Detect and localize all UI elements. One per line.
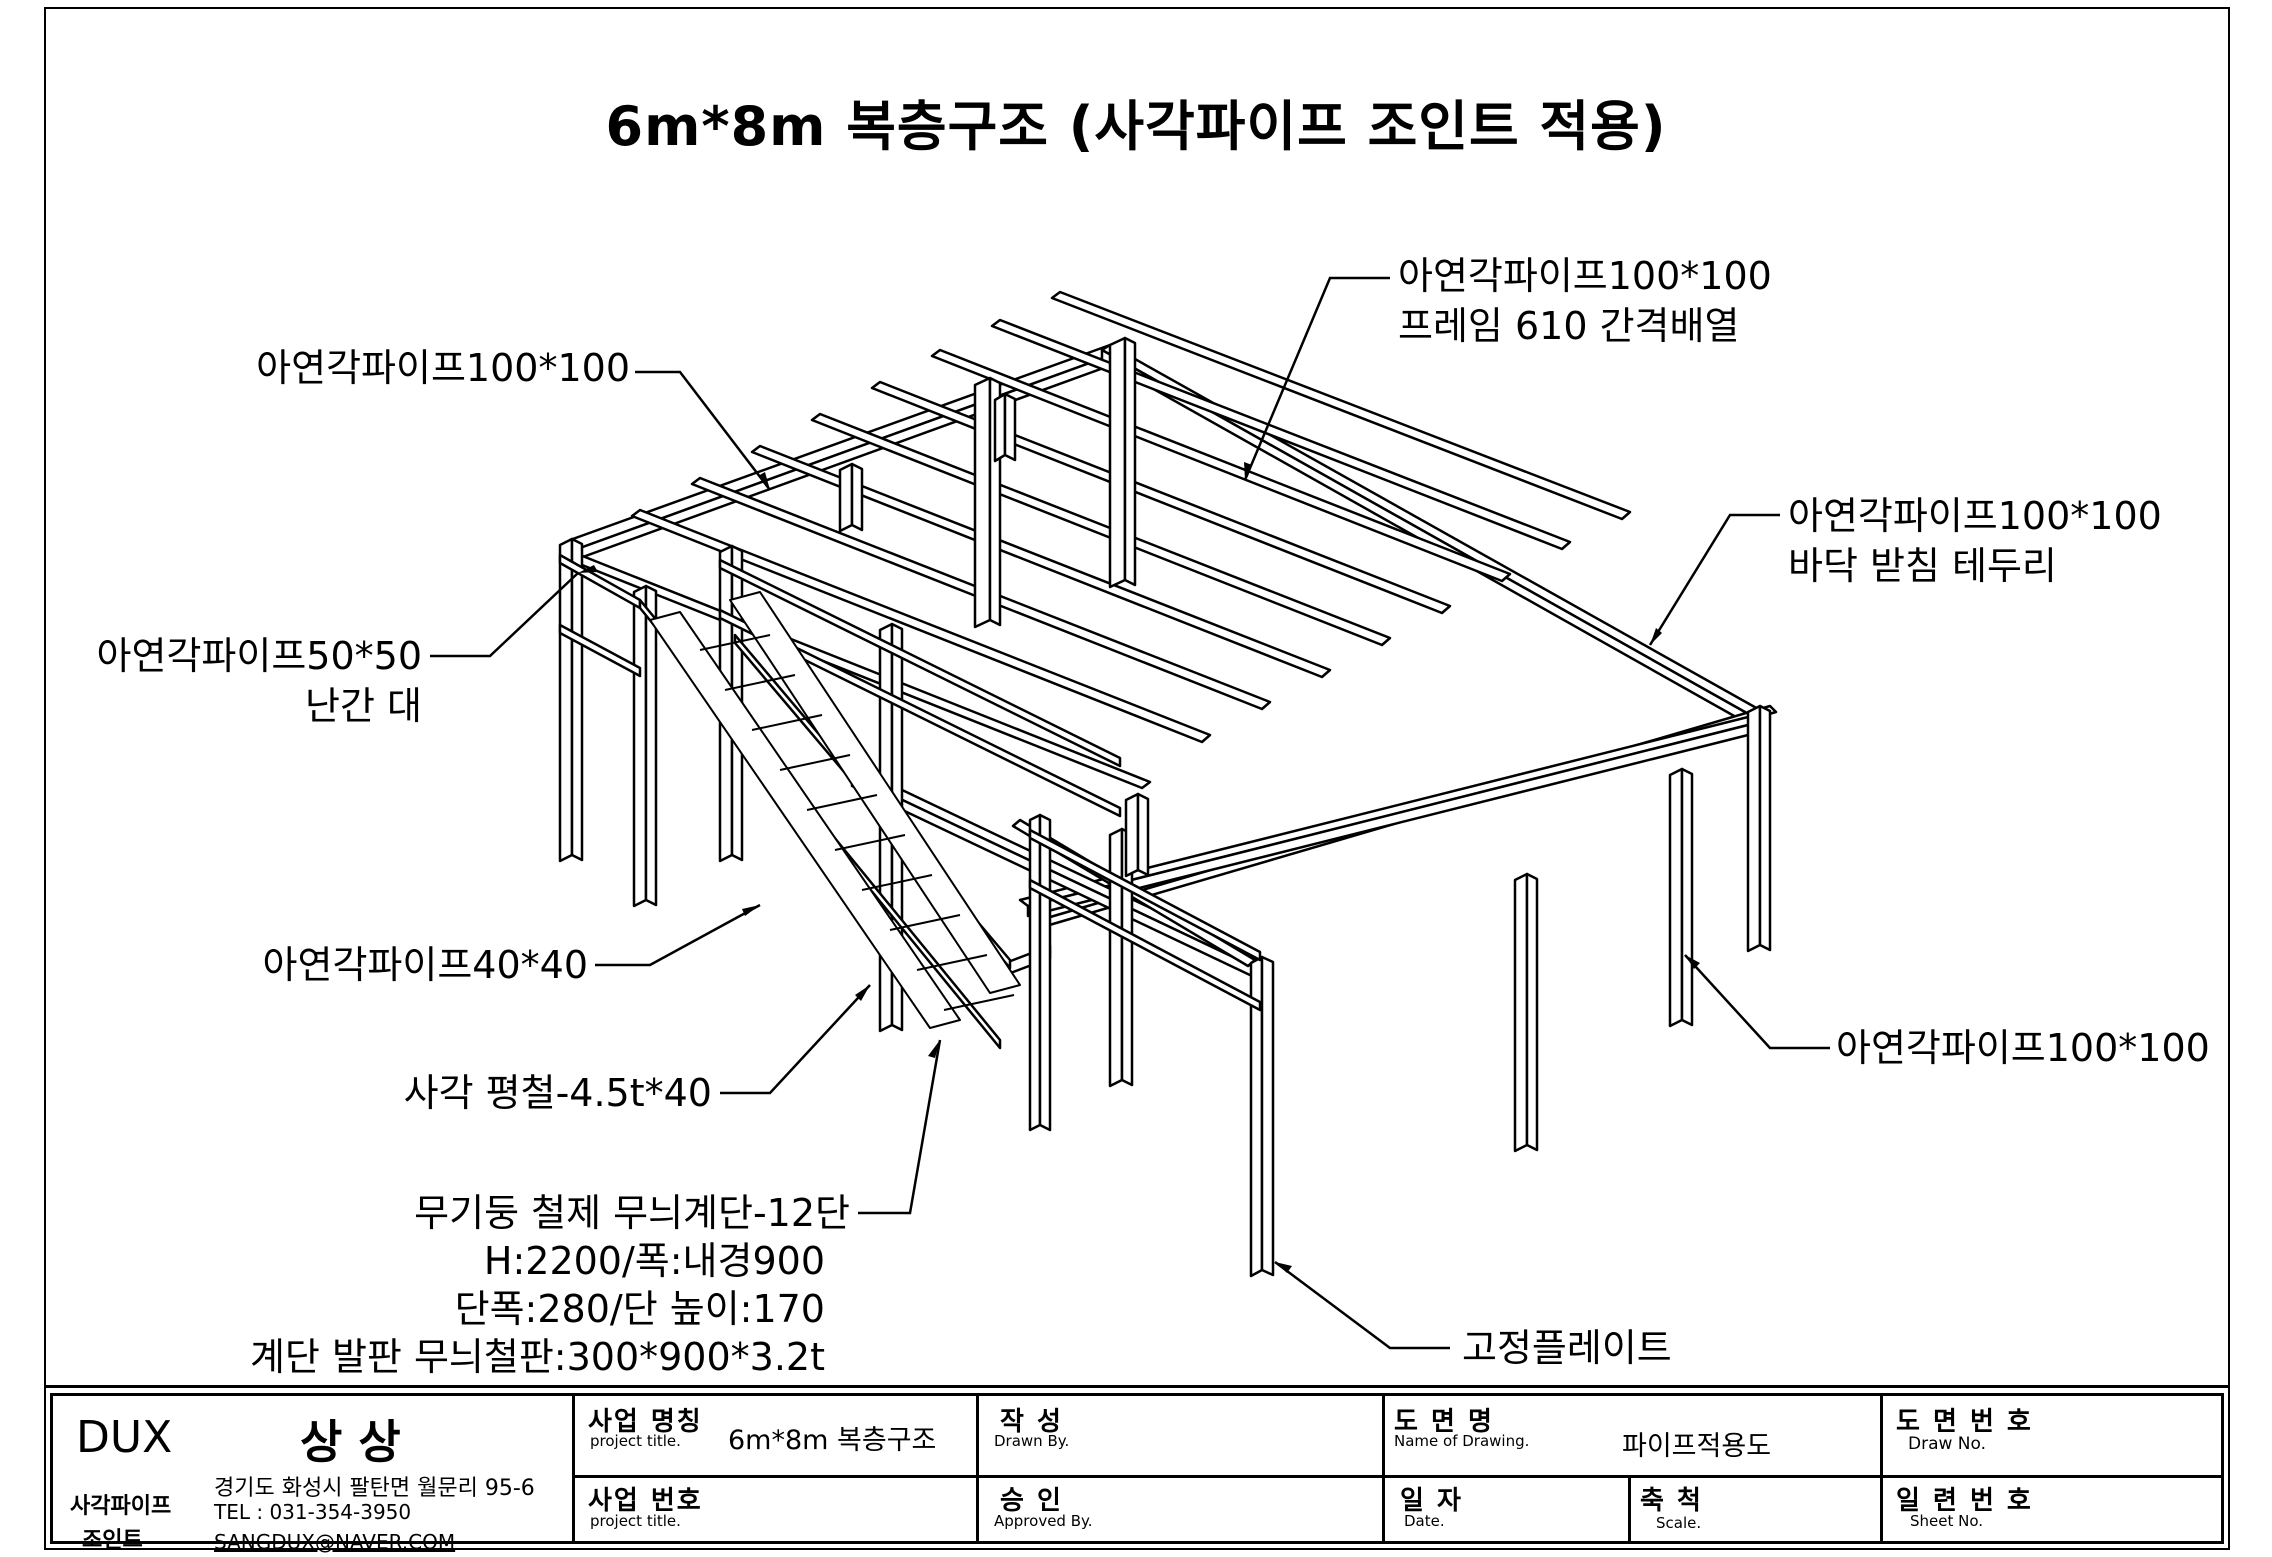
- floor-joists: [630, 290, 1632, 744]
- label-floor-rim-1: 아연각파이프100*100: [1788, 494, 2162, 538]
- label-stair-3: 단폭:280/단 높이:170: [454, 1287, 825, 1331]
- leader-fixed-plate: [1274, 1260, 1450, 1350]
- draw-no-label: 도 면 번 호: [1896, 1407, 2033, 1437]
- leader-top-left-pipe: [635, 370, 771, 491]
- label-railing-2: 난간 대: [305, 684, 422, 728]
- approved-by-label-en: Approved By.: [994, 1512, 1093, 1530]
- project-name-label: 사업 명칭: [588, 1407, 703, 1437]
- title-block: [44, 1385, 2230, 1550]
- date-label-en: Date.: [1404, 1512, 1445, 1530]
- title-block-grid: [50, 1393, 2224, 1544]
- project-name-value: 6m*8m 복층구조: [728, 1425, 937, 1456]
- approved-by-label: 승 인: [1000, 1486, 1063, 1516]
- label-fixed-plate: 고정플레이트: [1462, 1326, 1672, 1370]
- company-sub-2: 조인트: [82, 1528, 143, 1553]
- leader-arrowheads: [578, 462, 1700, 1273]
- leader-column: [1684, 954, 1830, 1050]
- leader-flatbar: [720, 984, 871, 1095]
- project-name-label-en: project title.: [590, 1432, 681, 1450]
- leader-pipe40: [595, 903, 761, 967]
- scale-label-en: Scale.: [1656, 1514, 1702, 1532]
- label-column-pipe: 아연각파이프100*100: [1836, 1026, 2210, 1070]
- project-no-label-en: project title.: [590, 1512, 681, 1530]
- label-pipe-40: 아연각파이프40*40: [262, 943, 588, 987]
- sheet-no-label-en: Sheet No.: [1910, 1512, 1984, 1530]
- leader-lines: [430, 276, 1830, 1350]
- draw-no-label-en: Draw No.: [1908, 1434, 1987, 1454]
- drawing-name-value: 파이프적용도: [1622, 1431, 1772, 1462]
- date-label: 일 자: [1400, 1486, 1463, 1516]
- company-name: 상 상: [300, 1415, 401, 1469]
- leader-frame-pipe: [1243, 276, 1390, 481]
- sheet-no-label: 일 련 번 호: [1896, 1486, 2033, 1516]
- label-frame-pipe-1: 아연각파이프100*100: [1398, 254, 1772, 298]
- leader-floor-rim: [1648, 513, 1780, 646]
- label-railing-1: 아연각파이프50*50: [96, 634, 422, 678]
- company-tel: TEL : 031-354-3950: [214, 1500, 412, 1524]
- company-logo: DUX: [76, 1412, 173, 1463]
- drawing-name-label-en: Name of Drawing.: [1394, 1432, 1530, 1450]
- drawn-by-label-en: Drawn By.: [994, 1432, 1070, 1450]
- label-stair-4: 계단 발판 무늬철판:300*900*3.2t: [249, 1335, 825, 1379]
- company-address: 경기도 화성시 팔탄면 월문리 95-6: [214, 1476, 535, 1501]
- drawing-name-label: 도 면 명: [1394, 1407, 1494, 1437]
- stair: [649, 591, 1021, 1029]
- company-email: SANGDUX@NAVER.COM: [214, 1530, 456, 1554]
- company-sub-1: 사각파이프: [70, 1494, 172, 1519]
- project-no-label: 사업 번호: [588, 1486, 703, 1516]
- drawing-sheet-border: [44, 7, 2230, 1550]
- drawing-title: 6m*8m 복층구조 (사각파이프 조인트 적용): [605, 95, 1667, 158]
- label-frame-pipe-2: 프레임 610 간격배열: [1398, 304, 1740, 348]
- leader-railing: [430, 572, 579, 658]
- label-stair-1: 무기둥 철제 무늬계단-12단: [414, 1191, 850, 1235]
- drawn-by-label: 작 성: [1000, 1407, 1063, 1437]
- scale-label: 축 척: [1640, 1486, 1703, 1516]
- leader-stair: [858, 1039, 942, 1215]
- label-top-left-pipe: 아연각파이프100*100: [256, 346, 630, 390]
- label-stair-2: H:2200/폭:내경900: [483, 1239, 825, 1283]
- label-floor-rim-2: 바닥 받침 테두리: [1788, 544, 2057, 588]
- label-flat-bar: 사각 평철-4.5t*40: [403, 1071, 712, 1115]
